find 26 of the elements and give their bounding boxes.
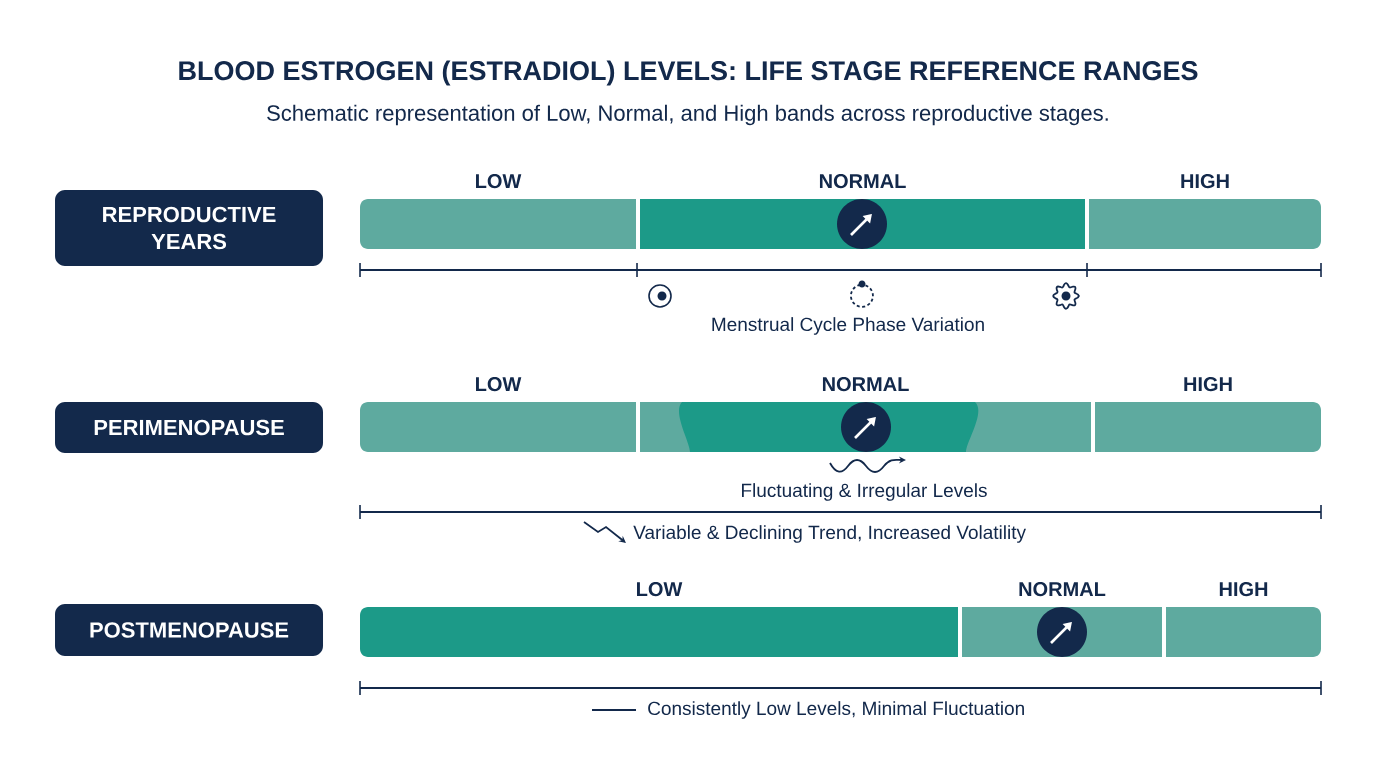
note-text: Variable & Declining Trend, Increased Volatility xyxy=(633,525,1026,543)
stage-box: PERIMENOPAUSE xyxy=(55,402,323,453)
note-text: Fluctuating & Irregular Levels xyxy=(742,483,987,501)
band-segment: NORMAL xyxy=(640,174,1085,249)
node-label: LOW xyxy=(637,582,683,597)
title: BLOOD ESTROGEN (ESTRADIOL) LEVELS: LIFE STAGE REFERENCE RANGES xyxy=(179,60,1198,86)
band-segment: LOW xyxy=(360,582,958,657)
note-text: Consistently Low Levels, Minimal Fluctuation xyxy=(648,701,1024,719)
note-text: Menstrual Cycle Phase Variation xyxy=(712,317,984,335)
node-label: NORMAL xyxy=(822,377,909,392)
band-segment: HIGH xyxy=(1089,174,1321,249)
node-label: HIGH xyxy=(1219,582,1268,597)
band-segment: HIGH xyxy=(1095,377,1321,452)
node-label: NORMAL xyxy=(1019,582,1106,597)
node-label: HIGH xyxy=(1184,377,1232,392)
node-label: LOW xyxy=(476,377,522,392)
band-segment: HIGH xyxy=(1166,582,1321,657)
node-label: NORMAL xyxy=(819,174,906,189)
stage-box: REPRODUCTIVE YEARS xyxy=(55,190,323,266)
band-segment: LOW xyxy=(360,377,636,452)
node-label: HIGH xyxy=(1181,174,1229,189)
subtitle: Schematic representation of Low, Normal, and High bands across reproductive stages. xyxy=(267,104,1108,126)
band-segment: NORMAL xyxy=(640,377,1091,452)
band-segment: LOW xyxy=(360,174,636,249)
stage-box: POSTMENOPAUSE xyxy=(55,604,323,656)
node-label: LOW xyxy=(476,174,522,189)
